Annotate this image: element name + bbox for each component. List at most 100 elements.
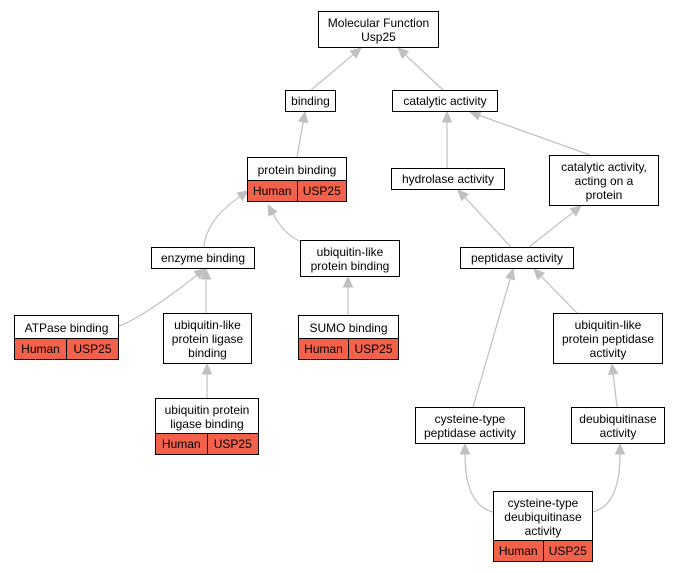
edge-arrowhead [342, 275, 354, 288]
go-term-cys-peptidase[interactable]: cysteine-type peptidase activity [415, 407, 525, 444]
species-cell[interactable]: Human [498, 544, 538, 558]
annotation-row: Human USP25 [15, 338, 118, 359]
go-term-catalytic[interactable]: catalytic activity [392, 90, 498, 112]
edge-arrowhead [200, 267, 212, 280]
edge-arrowhead [193, 268, 206, 280]
edge-arrowhead [397, 47, 410, 60]
edge-protein_binding-to-binding [296, 110, 309, 158]
edge-arrowhead [468, 110, 482, 121]
edge-arrowhead [614, 442, 626, 455]
go-term-label: cysteine-type peptidase activity [423, 411, 517, 440]
gene-cell[interactable]: USP25 [206, 434, 259, 454]
edge-enzyme_binding-to-protein_binding [203, 190, 250, 248]
go-term-label: hydrolase activity [401, 172, 495, 186]
edge-line [472, 278, 511, 408]
annotation-row: Human USP25 [248, 180, 346, 201]
go-term-label: deubiquitinase activity [579, 411, 657, 440]
edge-line [464, 453, 494, 513]
edge-arrowhead [459, 442, 471, 455]
go-term-label: ubiquitin protein ligase binding [164, 402, 250, 431]
edge-sumo-to-ubl_binding [342, 275, 354, 315]
edge-deubiq-to-ubl_peptidase [607, 362, 619, 408]
edge-line [272, 213, 303, 243]
species-cell[interactable]: Human [21, 342, 60, 356]
edge-arrowhead [201, 362, 213, 375]
species-cell[interactable]: Human [252, 184, 292, 198]
edge-hydrolase-to-catalytic [441, 110, 453, 168]
annotation-row: Human USP25 [156, 433, 258, 454]
annotation-row: Human USP25 [494, 540, 592, 561]
edge-ubl_binding-to-protein_binding [267, 203, 303, 243]
edge-arrowhead [505, 267, 516, 281]
go-term-root[interactable]: Molecular Function Usp25 [318, 11, 439, 48]
go-term-label: peptidase activity [470, 251, 564, 265]
edge-peptidase-to-cat_protein [528, 205, 582, 248]
edge-arrowhead [569, 205, 582, 217]
go-term-enzyme-binding[interactable]: enzyme binding [151, 247, 255, 269]
edge-cat_protein-to-catalytic [468, 110, 591, 156]
go-term-peptidase[interactable]: peptidase activity [460, 247, 574, 269]
go-term-ubl-binding[interactable]: ubiquitin-like protein binding [300, 240, 400, 277]
gene-cell[interactable]: USP25 [296, 181, 347, 201]
edge-line [404, 54, 444, 91]
go-term-label: enzyme binding [160, 251, 246, 265]
edge-ubl_peptidase-to-peptidase [533, 268, 578, 314]
edge-arrowhead [267, 203, 278, 217]
go-term-label: ubiquitin-like protein peptidase activit… [561, 317, 655, 360]
go-term-label: catalytic activity, acting on a protein [561, 159, 647, 202]
go-term-hydrolase[interactable]: hydrolase activity [391, 168, 505, 190]
edge-arrowhead [349, 47, 362, 59]
edge-arrowhead [457, 189, 470, 202]
edge-line [310, 53, 354, 91]
gene-cell[interactable]: USP25 [542, 541, 593, 561]
go-term-binding[interactable]: binding [285, 90, 336, 112]
edge-arrowhead [607, 362, 619, 376]
go-term-label: ATPase binding [24, 320, 109, 335]
species-cell[interactable]: Human [161, 437, 201, 451]
edge-cys_peptidase-to-peptidase [472, 267, 516, 408]
edge-arrowhead [297, 110, 309, 124]
gene-cell[interactable]: USP25 [348, 339, 398, 359]
edge-line [612, 373, 618, 408]
edge-atpase-to-enzyme_binding [118, 268, 206, 327]
edge-line [479, 114, 591, 156]
edge-line [528, 211, 574, 248]
edge-line [464, 196, 512, 248]
edge-line [540, 275, 578, 314]
edge-peptidase-to-hydrolase [457, 189, 512, 248]
edge-arrowhead [236, 190, 250, 202]
edge-cys_deubiq-to-deubiq [592, 442, 626, 513]
go-term-label: Molecular Function Usp25 [327, 15, 430, 44]
species-cell[interactable]: Human [304, 342, 343, 356]
edge-line [203, 196, 241, 248]
go-term-ubl-ligase[interactable]: ubiquitin-like protein ligase binding [163, 313, 252, 364]
edge-ub_ligase-to-ubl_ligase [201, 362, 213, 398]
go-term-ubl-peptidase[interactable]: ubiquitin-like protein peptidase activit… [553, 313, 663, 364]
go-term-cat-protein[interactable]: catalytic activity, acting on a protein [549, 155, 659, 206]
go-term-label: catalytic activity [403, 94, 487, 108]
go-term-label: SUMO binding [309, 320, 388, 335]
edge-catalytic-to-root [397, 47, 444, 91]
annotation-row: Human USP25 [299, 338, 398, 359]
go-term-label: cysteine-type deubiquitinase activity [504, 495, 582, 538]
go-term-label: ubiquitin-like protein binding [310, 244, 390, 273]
go-term-deubiq[interactable]: deubiquitinase activity [571, 407, 665, 444]
edge-line [118, 274, 198, 327]
edge-line [296, 121, 304, 158]
edge-cys_deubiq-to-cys_peptidase [459, 442, 494, 513]
edge-binding-to-root [310, 47, 362, 91]
edge-arrowhead [441, 110, 453, 123]
gene-cell[interactable]: USP25 [66, 339, 118, 359]
go-term-label: ubiquitin-like protein ligase binding [171, 317, 244, 360]
edge-arrowhead [533, 268, 546, 281]
go-term-label: protein binding [257, 162, 337, 177]
go-term-label: binding [291, 94, 330, 108]
edge-line [592, 453, 621, 513]
edge-ubl_ligase-to-enzyme_binding [200, 267, 212, 313]
